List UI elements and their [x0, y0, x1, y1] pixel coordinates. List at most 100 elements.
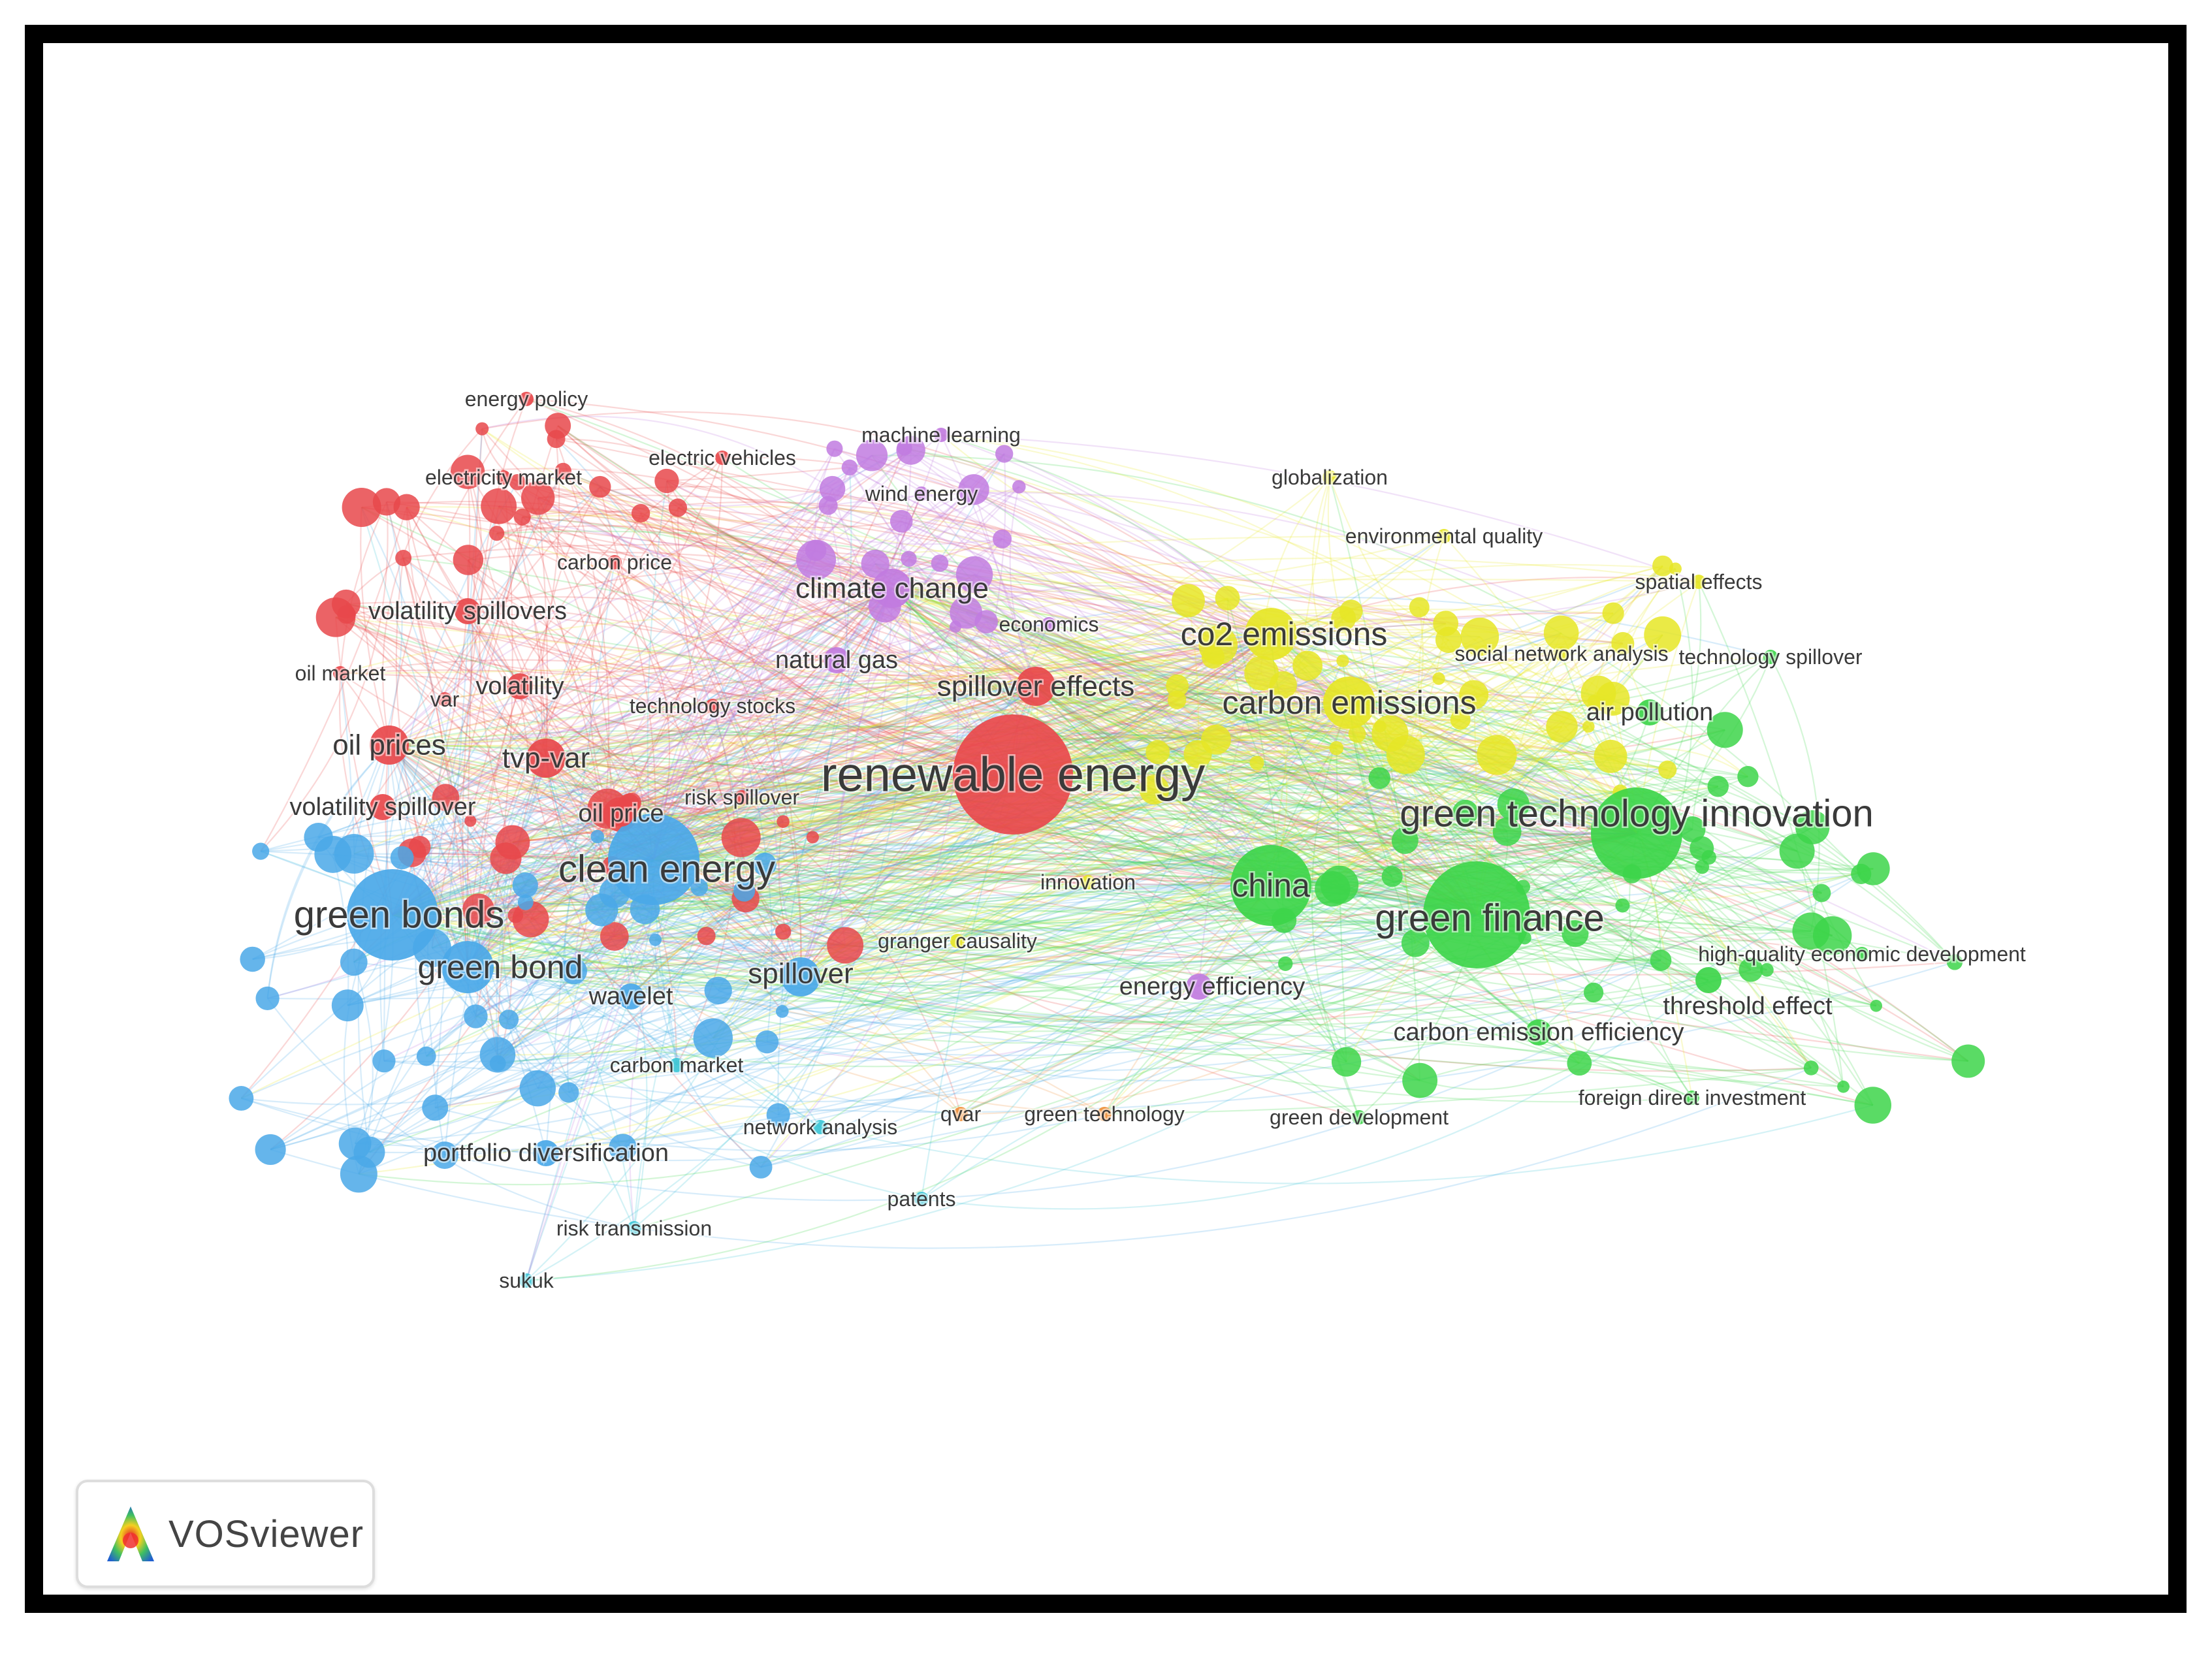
network-node-climate-change[interactable] — [873, 569, 912, 608]
network-node-unlabeled[interactable] — [1348, 725, 1366, 743]
network-node-unlabeled[interactable] — [331, 989, 364, 1022]
network-node-unlabeled[interactable] — [1857, 852, 1890, 885]
network-node-green-technology[interactable] — [1097, 1107, 1112, 1121]
network-node-unlabeled[interactable] — [600, 922, 629, 951]
network-node-spatial-effects[interactable] — [1691, 575, 1706, 589]
network-node-unlabeled[interactable] — [690, 878, 709, 897]
network-node-unlabeled[interactable] — [590, 829, 605, 844]
network-node-electric-vehicles[interactable] — [715, 451, 729, 465]
network-node-unlabeled[interactable] — [861, 549, 890, 579]
network-node-technology-stocks[interactable] — [705, 699, 720, 713]
network-node-unlabeled[interactable] — [1803, 1060, 1819, 1075]
network-node-unlabeled[interactable] — [252, 842, 270, 860]
network-node-machine-learning[interactable] — [934, 428, 948, 442]
network-node-unlabeled[interactable] — [1870, 1000, 1883, 1012]
network-node-unlabeled[interactable] — [229, 1086, 254, 1111]
network-node-natural-gas[interactable] — [824, 647, 850, 673]
network-node-unlabeled[interactable] — [721, 818, 761, 857]
network-node-unlabeled[interactable] — [631, 503, 650, 523]
network-node-unlabeled[interactable] — [1460, 617, 1499, 656]
network-node-unlabeled[interactable] — [733, 880, 756, 902]
network-node-unlabeled[interactable] — [1432, 672, 1445, 685]
network-node-oil-market[interactable] — [333, 666, 347, 680]
network-node-unlabeled[interactable] — [1402, 1062, 1438, 1098]
network-node-unlabeled[interactable] — [796, 539, 837, 580]
network-node-unlabeled[interactable] — [589, 475, 611, 498]
network-node-unlabeled[interactable] — [521, 481, 555, 515]
network-node-unlabeled[interactable] — [890, 509, 913, 533]
network-node-unlabeled[interactable] — [1331, 1047, 1362, 1077]
network-node-wavelet[interactable] — [618, 983, 644, 1010]
network-node-unlabeled[interactable] — [1452, 799, 1479, 825]
network-node-risk-spillover[interactable] — [735, 790, 749, 804]
network-node-unlabeled[interactable] — [1391, 827, 1419, 854]
network-node-unlabeled[interactable] — [1543, 615, 1579, 651]
network-node-unlabeled[interactable] — [693, 1018, 733, 1058]
network-node-green-development[interactable] — [1352, 1110, 1366, 1124]
network-node-unlabeled[interactable] — [1737, 766, 1759, 788]
network-node-tvp-var[interactable] — [526, 739, 566, 778]
network-node-unlabeled[interactable] — [416, 1046, 436, 1066]
network-node-unlabeled[interactable] — [1401, 929, 1430, 957]
network-node-unlabeled[interactable] — [475, 422, 489, 436]
network-node-green-technology-innovation[interactable] — [1591, 788, 1682, 879]
network-node-unlabeled[interactable] — [753, 852, 777, 876]
network-node-unlabeled[interactable] — [432, 784, 460, 812]
network-node-unlabeled[interactable] — [1201, 724, 1231, 755]
network-node-unlabeled[interactable] — [1611, 631, 1635, 655]
network-node-unlabeled[interactable] — [776, 1005, 789, 1018]
network-node-unlabeled[interactable] — [897, 440, 912, 456]
network-node-unlabeled[interactable] — [489, 1055, 506, 1072]
network-node-sukuk[interactable] — [519, 1273, 534, 1288]
network-node-unlabeled[interactable] — [1707, 776, 1729, 797]
network-node-unlabeled[interactable] — [1435, 626, 1462, 653]
network-node-network-analysis[interactable] — [813, 1120, 827, 1134]
network-node-unlabeled[interactable] — [462, 893, 494, 926]
network-node-unlabeled[interactable] — [519, 1070, 556, 1107]
network-node-unlabeled[interactable] — [1278, 956, 1293, 971]
network-node-unlabeled[interactable] — [1760, 963, 1774, 977]
network-node-unlabeled[interactable] — [547, 430, 566, 449]
network-node-unlabeled[interactable] — [1854, 1087, 1891, 1124]
network-node-unlabeled[interactable] — [340, 948, 368, 976]
network-node-unlabeled[interactable] — [1602, 602, 1624, 624]
network-node-unlabeled[interactable] — [958, 474, 989, 505]
network-node-unlabeled[interactable] — [1320, 865, 1359, 904]
network-node-unlabeled[interactable] — [495, 825, 530, 860]
network-node-unlabeled[interactable] — [1587, 695, 1601, 709]
network-node-unlabeled[interactable] — [1336, 654, 1349, 667]
network-node-economics[interactable] — [1042, 617, 1056, 631]
network-node-unlabeled[interactable] — [827, 927, 864, 964]
network-node-china[interactable] — [1230, 845, 1311, 926]
network-node-renewable-energy[interactable] — [953, 714, 1073, 835]
network-node-unlabeled[interactable] — [1812, 884, 1831, 902]
network-node-unlabeled[interactable] — [1215, 586, 1240, 611]
network-node-energy-efficiency[interactable] — [1186, 974, 1212, 1000]
network-node-carbon-emission-efficiency[interactable] — [1526, 1019, 1552, 1045]
network-node-unlabeled[interactable] — [609, 1134, 637, 1162]
network-node-unlabeled[interactable] — [453, 545, 484, 575]
network-node-spillover[interactable] — [781, 957, 820, 996]
network-node-green-bond[interactable] — [441, 941, 494, 993]
network-node-granger-causality[interactable] — [950, 934, 965, 948]
network-node-unlabeled[interactable] — [498, 1010, 519, 1030]
network-node-unlabeled[interactable] — [1951, 1044, 1985, 1078]
network-node-unlabeled[interactable] — [1146, 740, 1170, 765]
network-node-unlabeled[interactable] — [1701, 850, 1716, 865]
network-node-technology-spillover[interactable] — [1763, 650, 1778, 664]
network-node-unlabeled[interactable] — [1739, 957, 1763, 982]
network-node-unlabeled[interactable] — [1562, 920, 1589, 947]
network-node-unlabeled[interactable] — [1450, 709, 1471, 730]
network-node-unlabeled[interactable] — [479, 1037, 516, 1073]
network-node-unlabeled[interactable] — [856, 439, 888, 471]
network-node-air-pollution[interactable] — [1637, 699, 1663, 725]
network-node-unlabeled[interactable] — [558, 1082, 579, 1103]
network-node-unlabeled[interactable] — [338, 1127, 372, 1160]
network-node-unlabeled[interactable] — [1679, 816, 1706, 842]
network-node-unlabeled[interactable] — [1792, 912, 1830, 950]
network-node-wind-energy[interactable] — [914, 486, 929, 501]
network-node-green-finance[interactable] — [1423, 861, 1530, 968]
network-node-electricity-market[interactable] — [496, 470, 511, 485]
network-node-unlabeled[interactable] — [819, 475, 846, 502]
